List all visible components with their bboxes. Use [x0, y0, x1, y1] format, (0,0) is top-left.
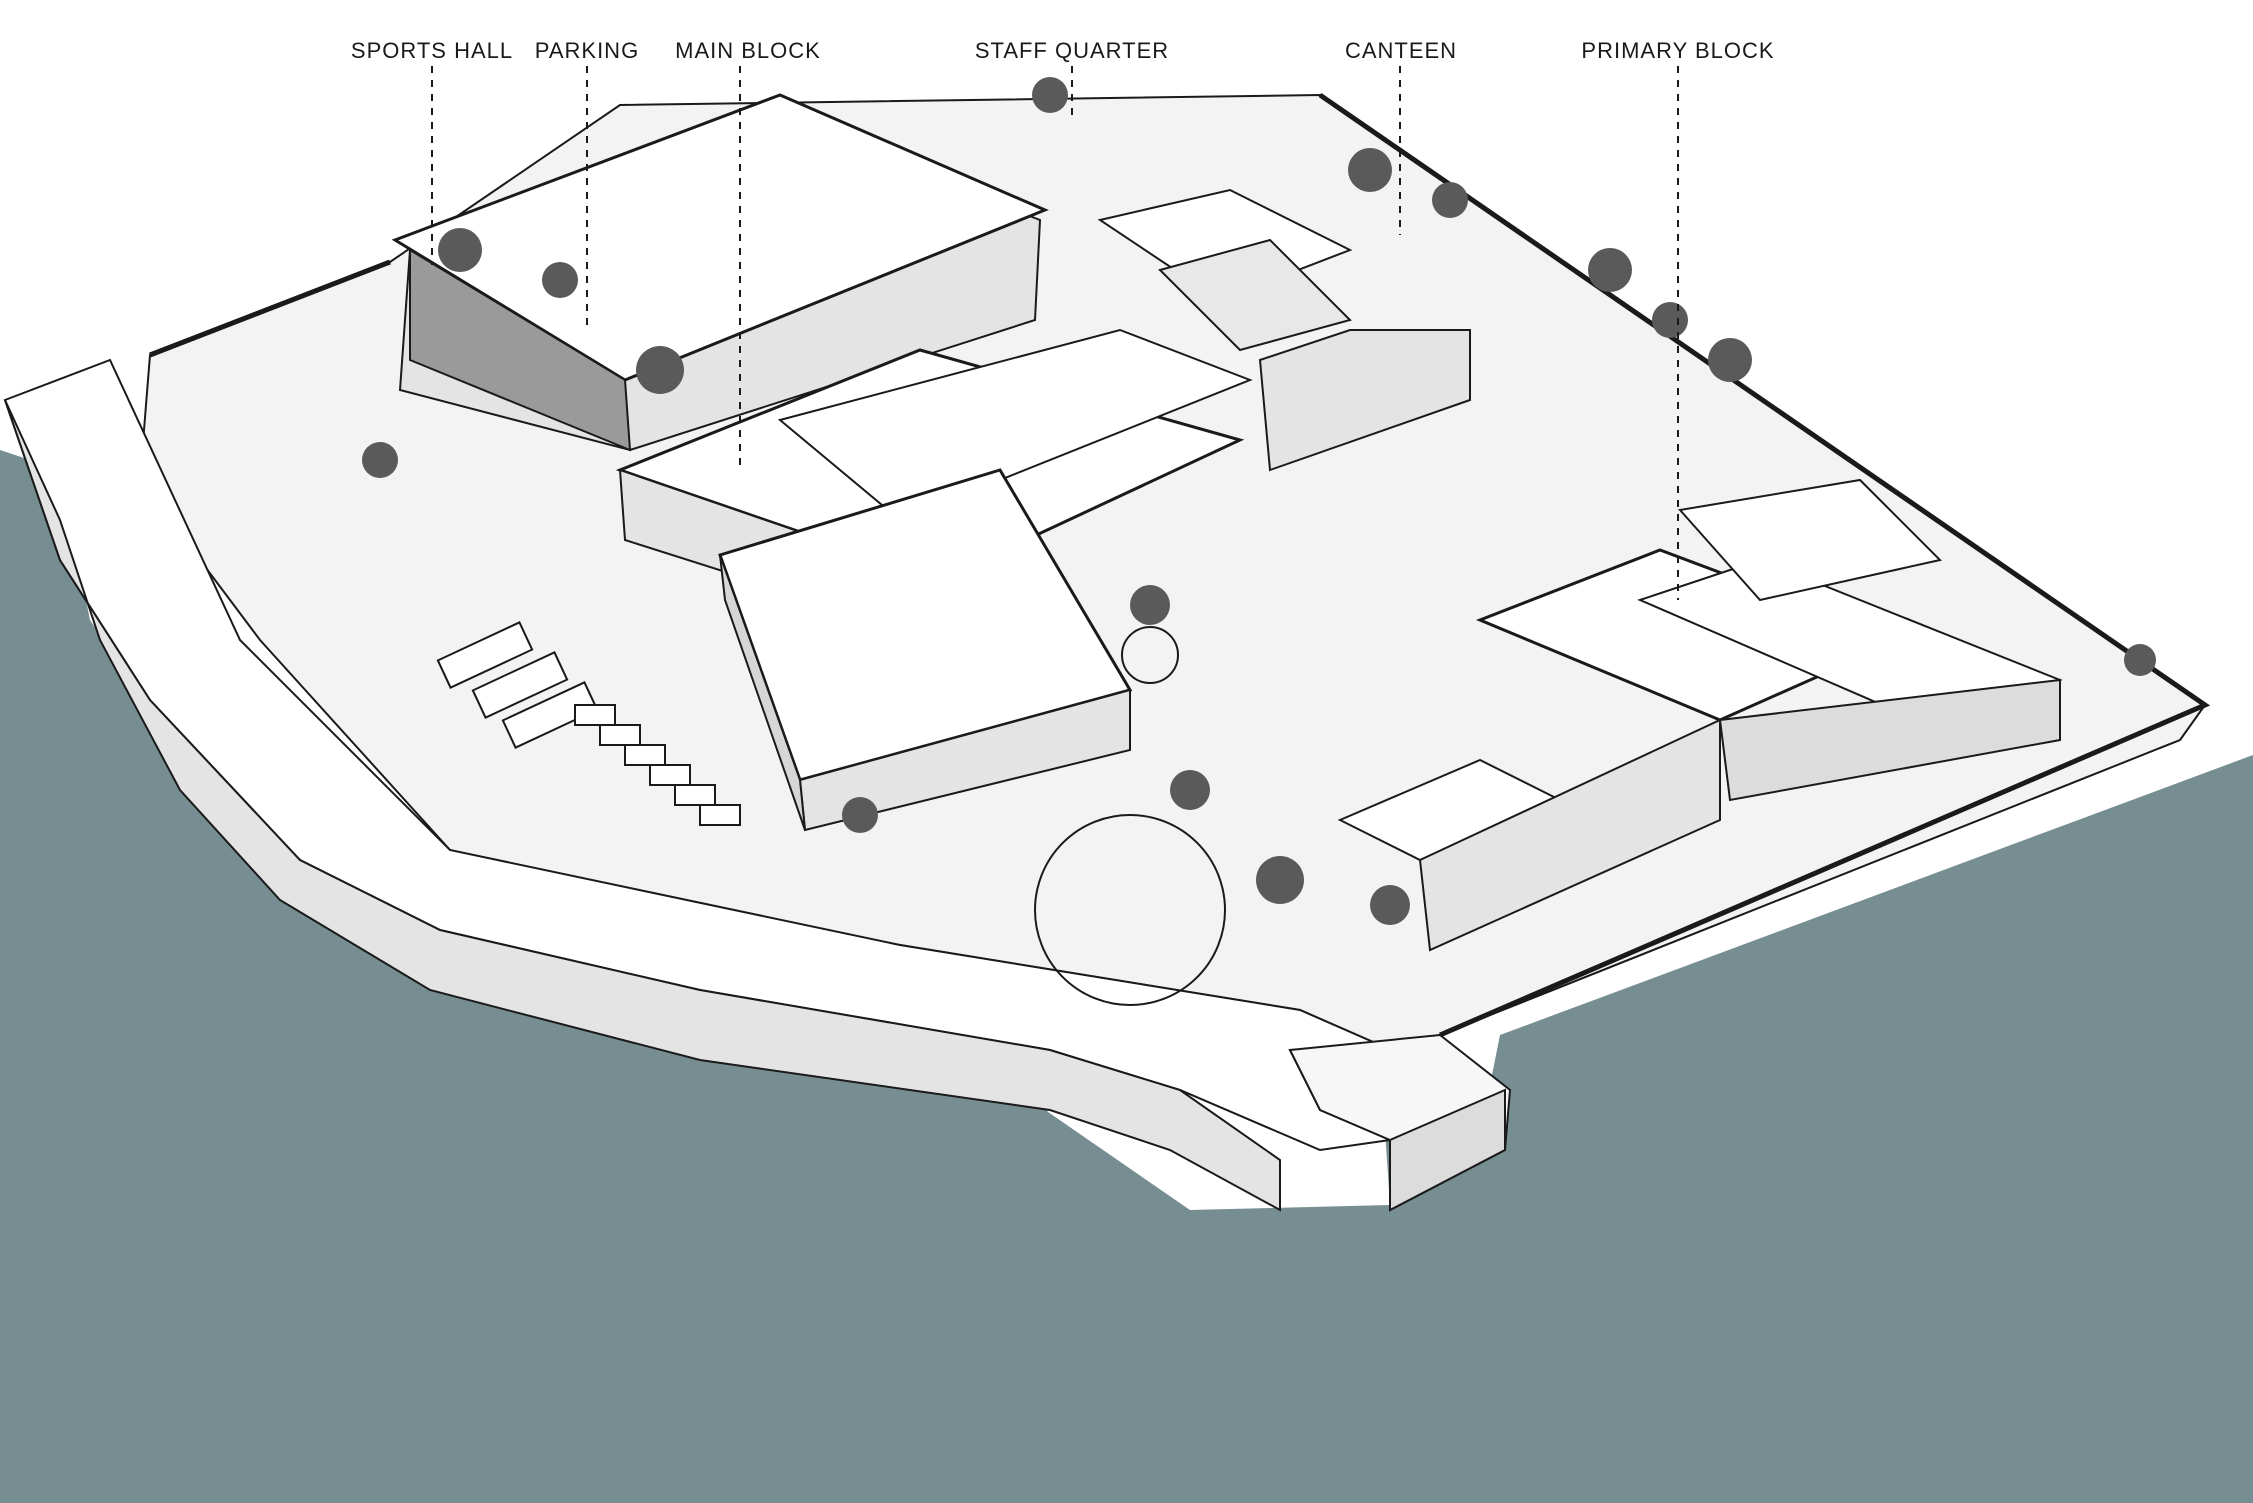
water-surface: [0, 450, 2253, 1503]
primary-block-building: [1337, 478, 2063, 952]
tree-ring: [1121, 626, 1179, 684]
plaza-circle: [1034, 814, 1226, 1006]
site-boundary-wall-east: [1318, 92, 2211, 1038]
label-canteen: CANTEEN: [1345, 38, 1457, 63]
leader-lines: [431, 66, 1679, 600]
trees: [362, 77, 2156, 925]
jetty-face: [1389, 1088, 1506, 1212]
main-block-building: [615, 328, 1253, 832]
staff-quarter-building: [1097, 188, 1471, 472]
label-staff-quarter: STAFF QUARTER: [975, 38, 1169, 63]
labels: SPORTS HALL PARKING MAIN BLOCK STAFF QUA…: [351, 38, 1774, 63]
promenade-face: [4, 399, 1281, 1212]
parking-area: [436, 621, 741, 826]
label-primary-block: PRIMARY BLOCK: [1581, 38, 1774, 63]
label-parking: PARKING: [535, 38, 639, 63]
label-sports-hall: SPORTS HALL: [351, 38, 513, 63]
site-boundary-wall: [149, 259, 391, 358]
label-main-block: MAIN BLOCK: [675, 38, 821, 63]
